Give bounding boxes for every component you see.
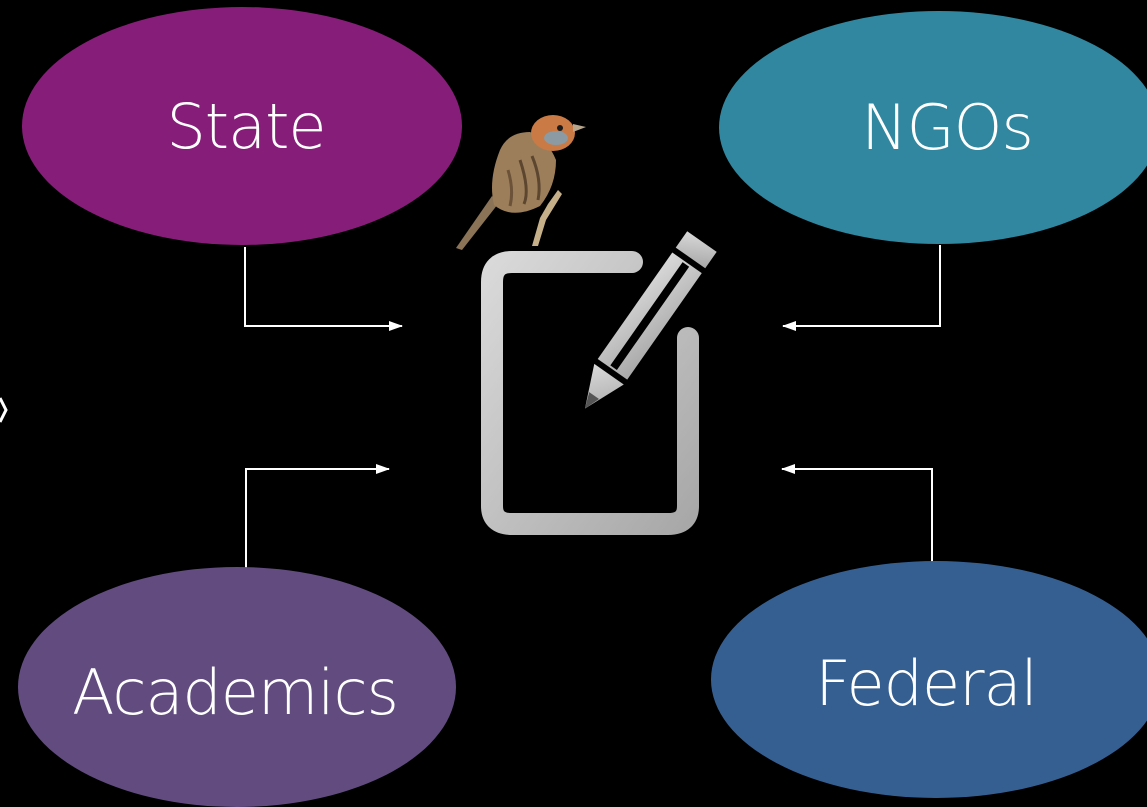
edge-ngos-to-center: [782, 245, 941, 331]
edge-academics-to-center: [245, 464, 390, 572]
node-federal-label: Federal: [815, 647, 1038, 720]
chevron-right-icon: [0, 397, 8, 423]
node-academics-label: Academics: [72, 655, 399, 729]
node-state-label: State: [166, 89, 326, 163]
node-state: State: [22, 7, 462, 245]
node-ngos: NGOs: [719, 11, 1147, 244]
node-academics: Academics: [18, 567, 456, 807]
edge-state-to-center: [244, 247, 403, 331]
edge-federal-to-center: [781, 464, 933, 562]
node-federal: Federal: [711, 561, 1147, 798]
node-ngos-label: NGOs: [861, 91, 1034, 164]
